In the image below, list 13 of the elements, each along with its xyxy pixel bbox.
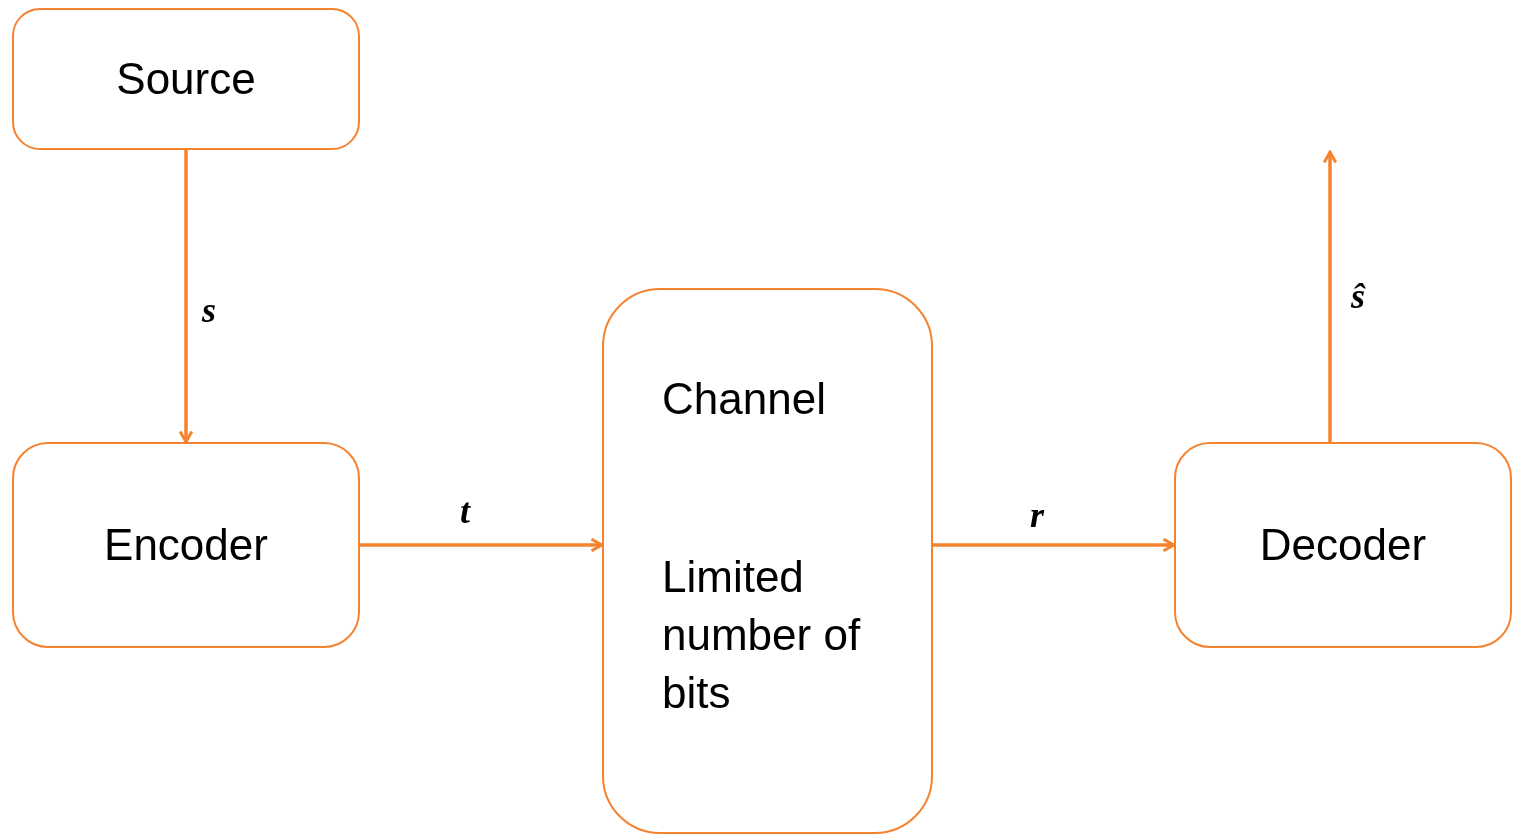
- process-box: [12, 442, 360, 648]
- box-title: Decoder: [1259, 519, 1427, 571]
- box-title: Source: [116, 53, 256, 105]
- process-box: [1174, 442, 1512, 648]
- box-description: Limited number of bits: [662, 551, 862, 719]
- process-box: [602, 288, 933, 834]
- arrow: [1322, 150, 1338, 442]
- box-title: Encoder: [104, 519, 268, 571]
- process-box: [12, 8, 360, 150]
- arrow: [178, 150, 194, 444]
- arrow: [933, 537, 1176, 553]
- box-title: Channel: [662, 373, 826, 425]
- arrow: [360, 537, 604, 553]
